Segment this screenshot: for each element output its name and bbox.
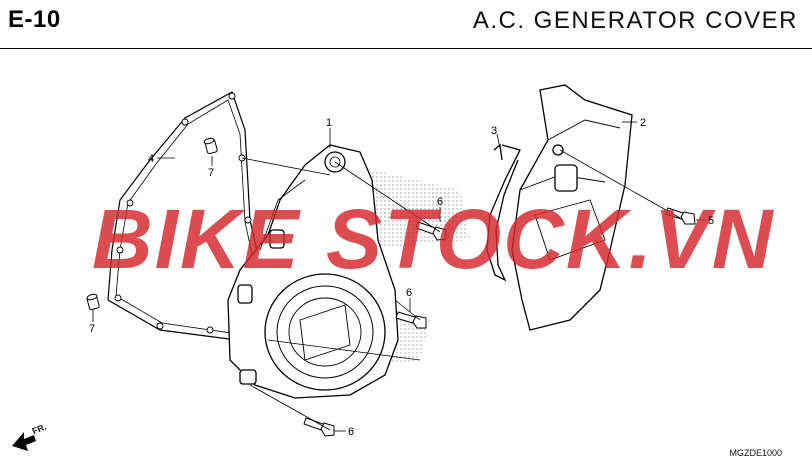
callout-3: 3: [491, 125, 497, 137]
callout-2: 2: [640, 117, 646, 129]
figure-id: MGZDE1000: [729, 448, 782, 458]
callout-leaders: [92, 121, 706, 432]
dowel-pin-upper: [203, 137, 218, 155]
callout-6-lower: 6: [348, 426, 354, 438]
callout-4: 4: [148, 153, 154, 165]
flange-bolt-upper: [415, 221, 447, 241]
outer-cover-part: [511, 84, 633, 331]
watermark-text: BIKE STOCK.VN: [92, 192, 775, 286]
callout-5: 5: [708, 215, 714, 227]
callout-6-upper: 6: [437, 196, 443, 208]
diagram-code: E-10: [8, 6, 61, 33]
flange-bolt-middle: [395, 311, 427, 329]
flange-bolt-lower: [303, 417, 335, 437]
generator-cover-part: [227, 144, 399, 399]
dowel-pin-lower: [86, 293, 100, 311]
bolt-part-5: [665, 207, 696, 225]
bracket-part: [486, 143, 521, 282]
callout-1: 1: [326, 117, 332, 129]
callout-6-middle: 6: [406, 287, 412, 299]
front-direction-arrow: [12, 432, 36, 451]
callout-7-upper: 7: [208, 167, 214, 179]
assembly-leader-lines: [241, 149, 681, 431]
header-divider: [0, 48, 812, 49]
diagram-title: A.C. GENERATOR COVER: [472, 7, 798, 34]
callout-7-lower: 7: [89, 323, 95, 335]
